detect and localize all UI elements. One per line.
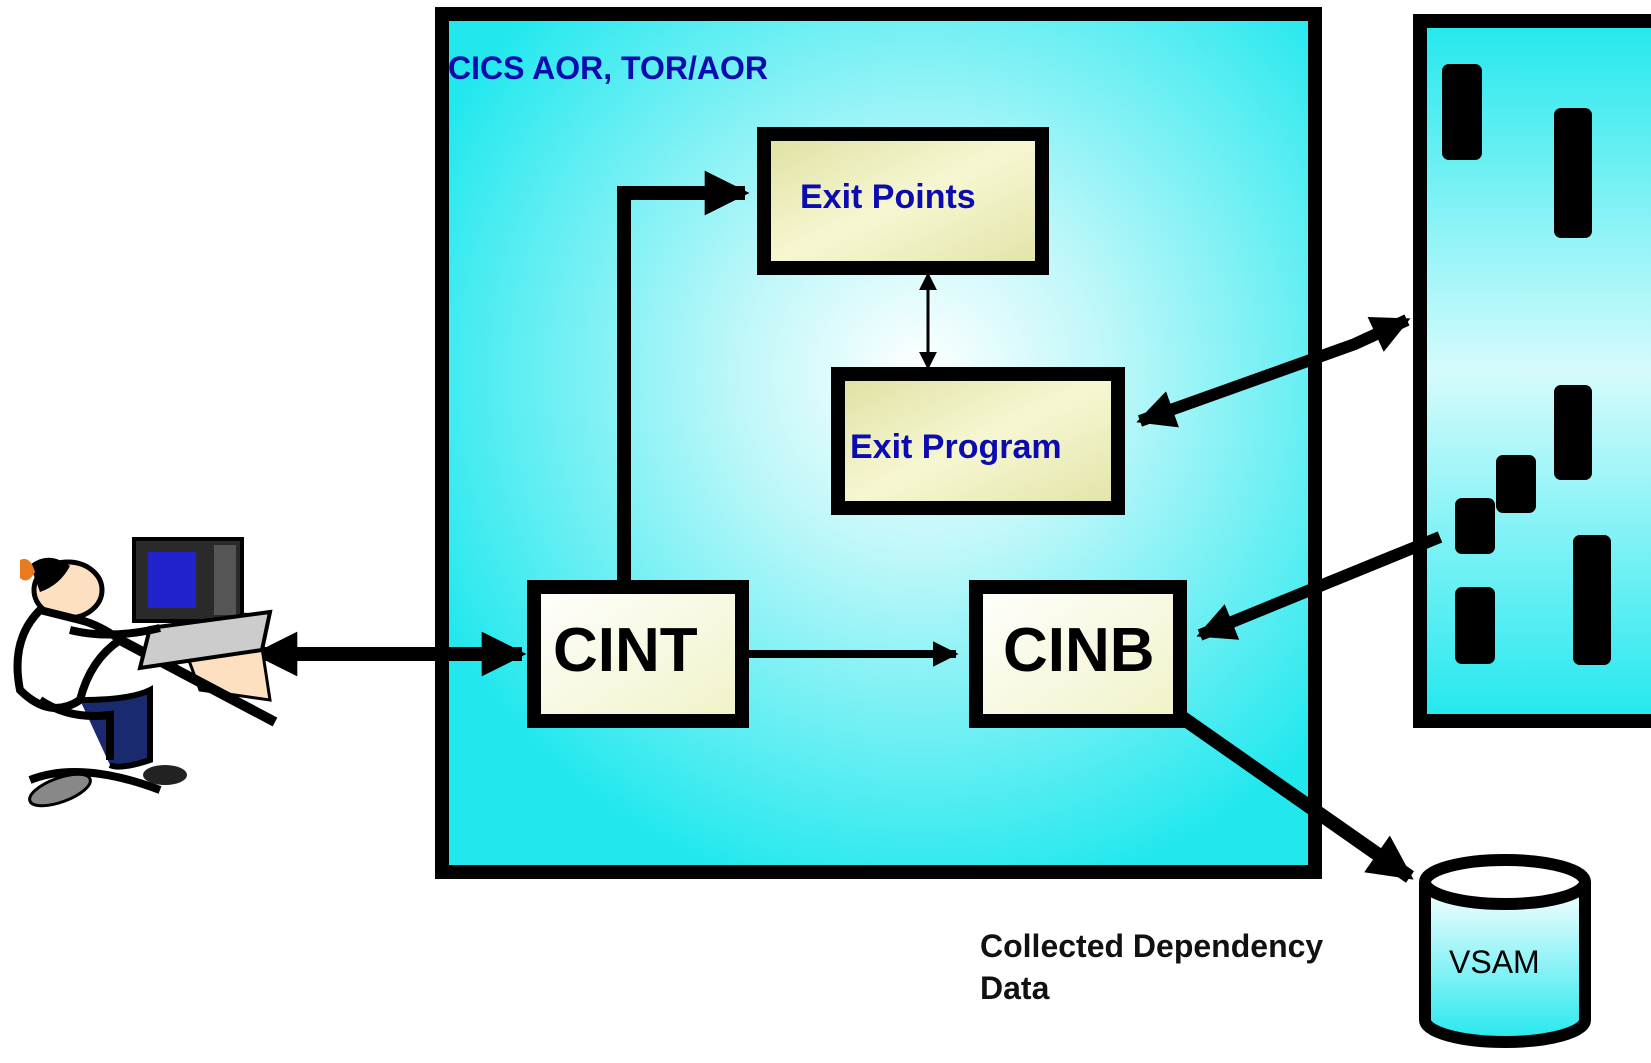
module-block <box>1455 587 1495 664</box>
exit-points-box <box>757 127 1049 275</box>
region-title: CICS AOR, TOR/AOR <box>448 50 769 86</box>
arrow-exit-program-to-panel <box>1136 314 1411 428</box>
module-block <box>1455 498 1495 554</box>
vsam-cylinder <box>1419 854 1591 1048</box>
cinb-box <box>969 580 1187 728</box>
exit-program-box <box>831 367 1125 515</box>
collected-dependency-line2: Data <box>980 970 1050 1006</box>
cint-label: CINT <box>553 616 698 685</box>
arrow-panel-to-cinb <box>1196 531 1443 641</box>
collected-dependency-line1: Collected Dependency <box>980 928 1324 964</box>
module-block <box>1554 108 1592 238</box>
module-blocks <box>1442 64 1611 665</box>
module-block <box>1554 385 1592 480</box>
vsam-label: VSAM <box>1449 944 1540 980</box>
user-at-workstation-icon <box>13 537 278 808</box>
module-block <box>1573 535 1611 665</box>
collected-dependency-label: Collected Dependency Data <box>980 925 1323 1009</box>
module-block <box>1442 64 1482 160</box>
exit-program-label: Exit Program <box>850 428 1062 466</box>
cint-box <box>527 580 749 728</box>
arrows <box>252 170 1443 883</box>
exit-points-label: Exit Points <box>800 178 976 216</box>
arrow-cint-to-exit-points <box>617 170 750 580</box>
module-block <box>1496 455 1536 513</box>
arrow-cinb-to-vsam <box>1175 710 1415 883</box>
cinb-label: CINB <box>1003 616 1155 685</box>
